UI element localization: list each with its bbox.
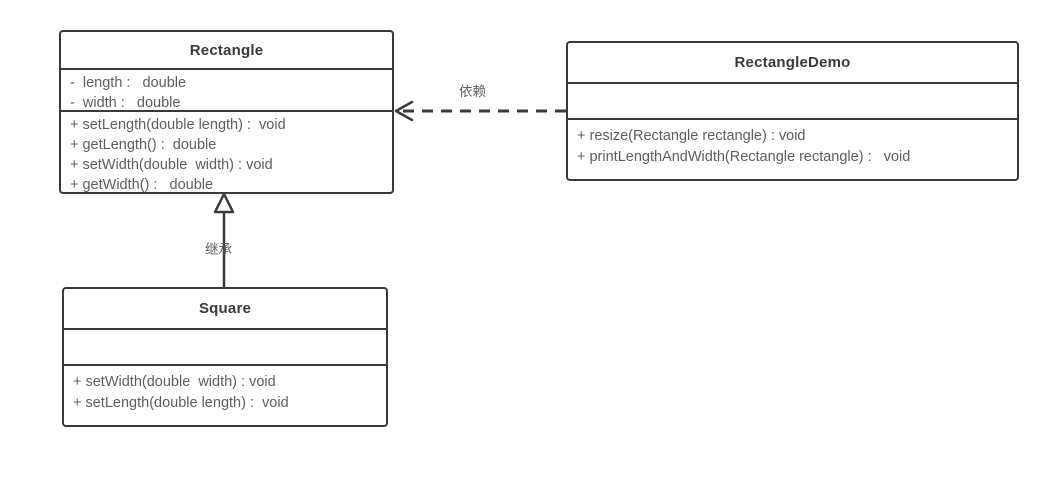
methods-section-square: + setWidth(double width) : void + setLen… xyxy=(64,366,386,426)
method-row: + getLength() : double xyxy=(70,137,217,153)
attributes-section-rectangledemo xyxy=(568,84,1017,118)
methods-section-rectangle: + setLength(double length) : void + getL… xyxy=(61,112,392,194)
method-row: + setWidth(double width) : void xyxy=(73,374,276,390)
class-divider xyxy=(61,110,392,112)
attributes-section-square xyxy=(64,330,386,364)
attribute-row: - length : double xyxy=(70,75,187,91)
method-row: + setWidth(double width) : void xyxy=(70,157,273,173)
uml-class-rectangle[interactable]: Rectangle - length : double - width : do… xyxy=(59,30,394,194)
uml-class-square[interactable]: Square + setWidth(double width) : void +… xyxy=(62,287,388,427)
uml-class-rectangledemo[interactable]: RectangleDemo + resize(Rectangle rectang… xyxy=(566,41,1019,181)
class-name-square: Square xyxy=(198,300,252,317)
class-divider xyxy=(64,364,386,366)
class-name-rectangledemo: RectangleDemo xyxy=(734,54,851,71)
dependency-connector xyxy=(394,100,566,122)
inheritance-arrowhead xyxy=(213,192,235,214)
class-divider xyxy=(568,118,1017,120)
methods-section-rectangledemo: + resize(Rectangle rectangle) : void + p… xyxy=(568,120,1017,180)
attribute-row: - width : double xyxy=(70,95,181,111)
method-row: + printLengthAndWidth(Rectangle rectangl… xyxy=(577,149,911,165)
dependency-arrowhead xyxy=(394,100,414,122)
attributes-section-rectangle: - length : double - width : double xyxy=(61,70,392,111)
class-divider xyxy=(568,82,1017,84)
method-row: + setLength(double length) : void xyxy=(73,395,289,411)
class-divider xyxy=(61,68,392,70)
method-row: + getWidth() : double xyxy=(70,177,214,193)
method-row: + setLength(double length) : void xyxy=(70,117,286,133)
class-divider xyxy=(64,328,386,330)
method-row: + resize(Rectangle rectangle) : void xyxy=(577,128,806,144)
inheritance-label: 继承 xyxy=(205,242,232,258)
dependency-label: 依赖 xyxy=(459,84,486,100)
class-name-rectangle: Rectangle xyxy=(189,41,264,59)
